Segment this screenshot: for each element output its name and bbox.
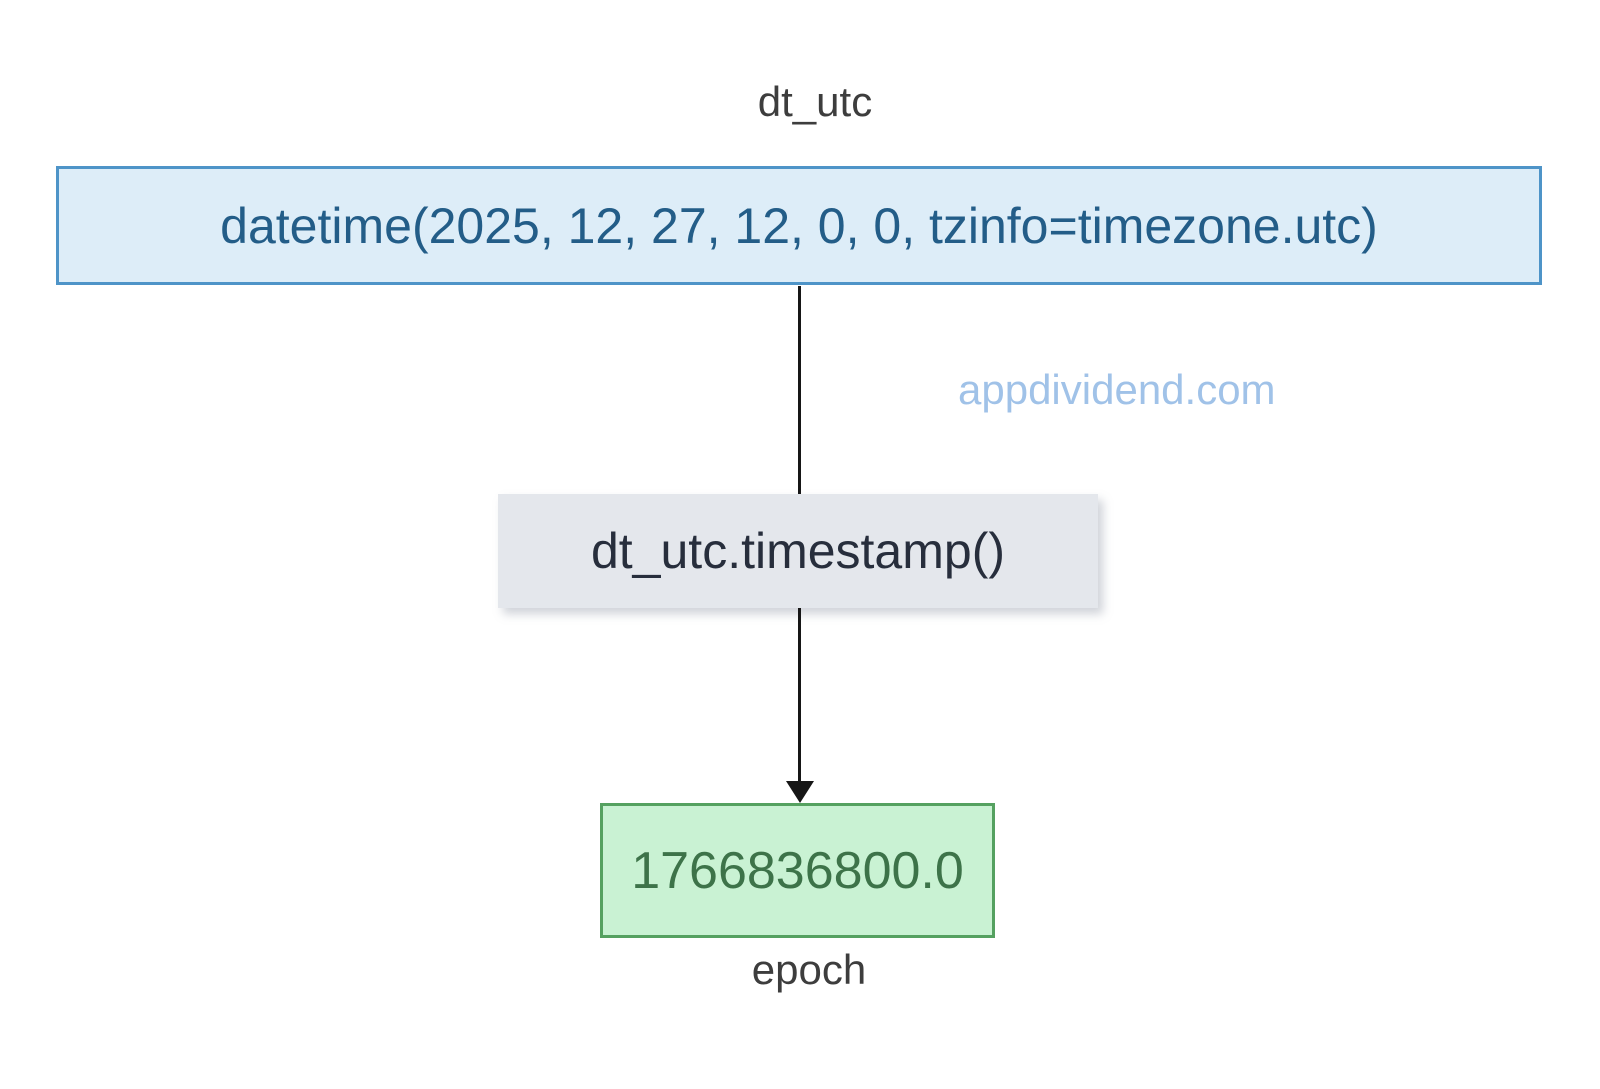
timestamp-method-node: dt_utc.timestamp() <box>498 494 1098 608</box>
datetime-constructor-node: datetime(2025, 12, 27, 12, 0, 0, tzinfo=… <box>56 166 1542 285</box>
arrowhead-down-icon <box>786 781 814 803</box>
node-label-epoch: epoch <box>751 946 867 993</box>
edge-timestamp-to-epoch <box>798 608 801 784</box>
epoch-value-node: 1766836800.0 <box>600 803 995 938</box>
node-label-dt-utc: dt_utc <box>757 78 873 125</box>
watermark: appdividend.com <box>958 366 1276 413</box>
edge-datetime-to-timestamp <box>798 286 801 494</box>
